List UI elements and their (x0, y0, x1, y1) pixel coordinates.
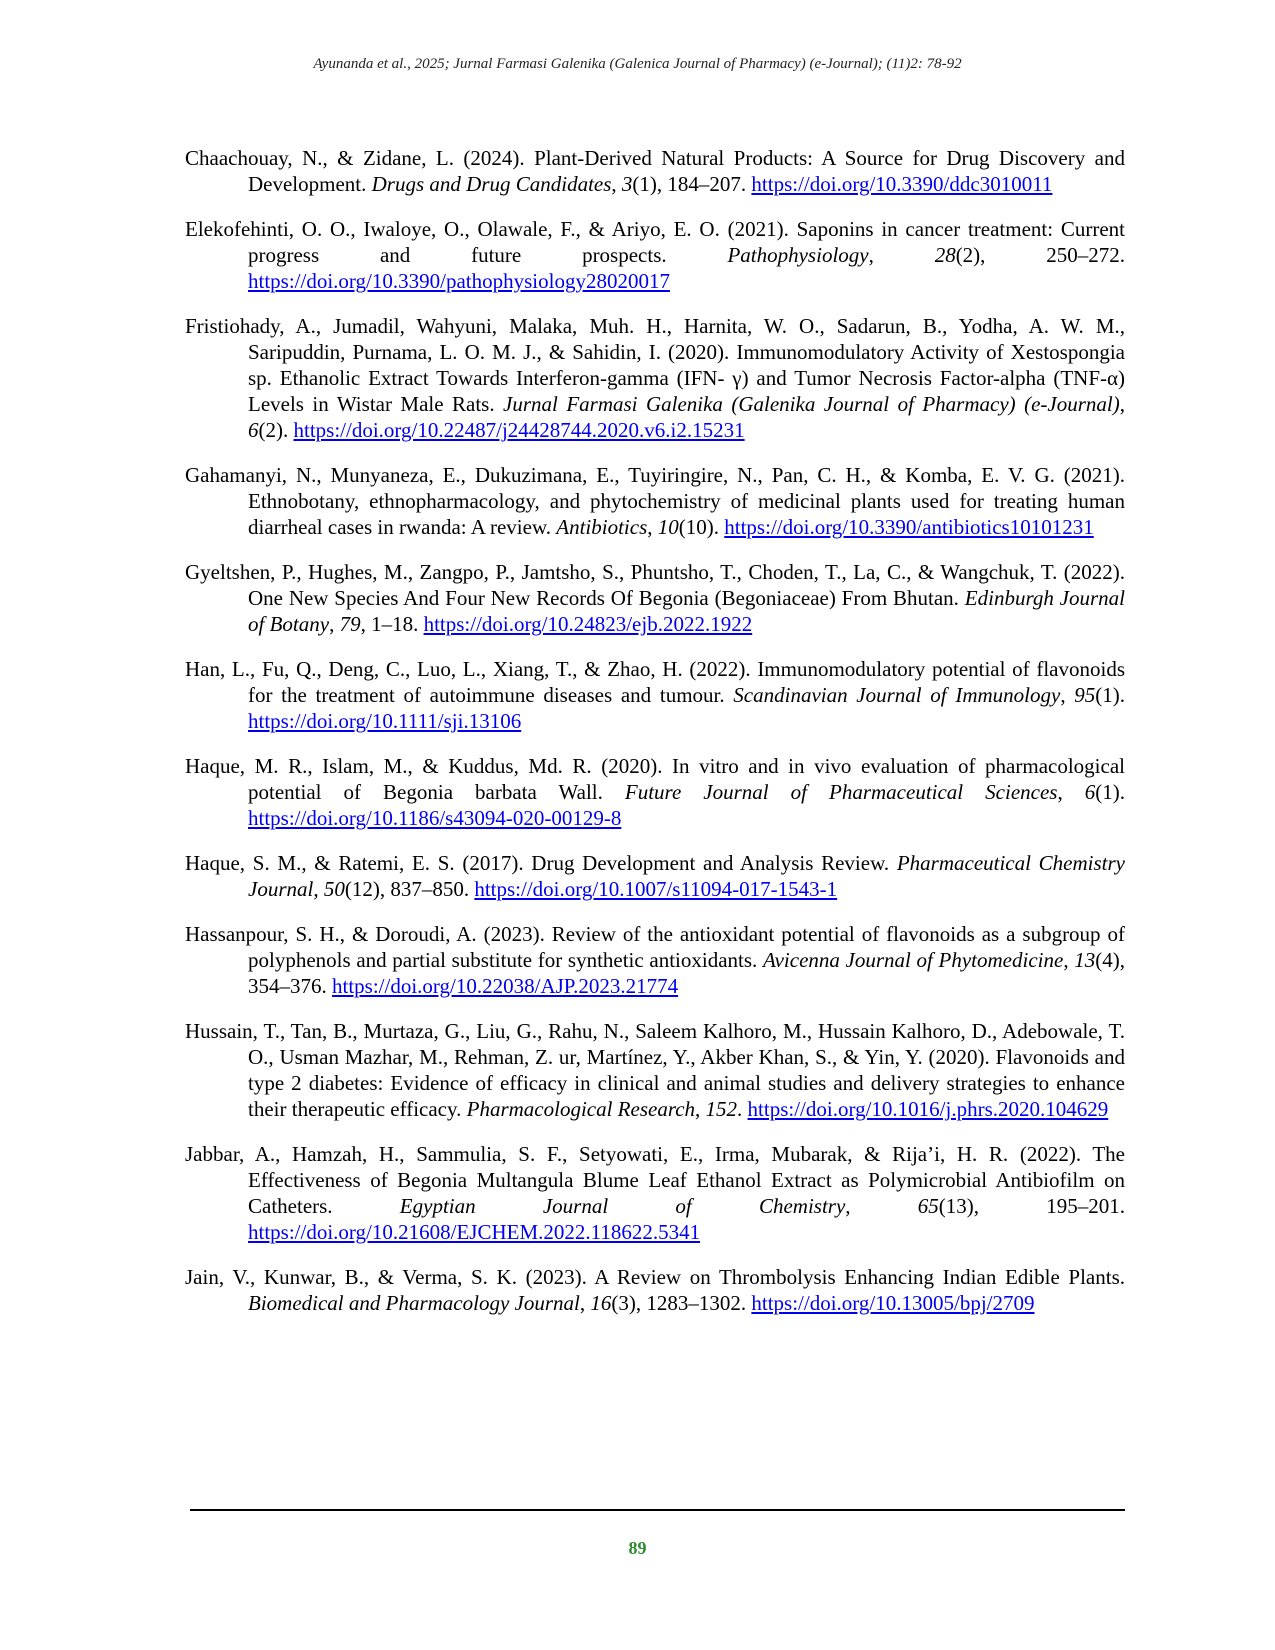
reference-item: Elekofehinti, O. O., Iwaloye, O., Olawal… (185, 217, 1125, 293)
doi-link[interactable]: https://doi.org/10.1016/j.phrs.2020.1046… (747, 1097, 1109, 1121)
reference-item: Gyeltshen, P., Hughes, M., Zangpo, P., J… (185, 560, 1125, 636)
reference-item: Haque, S. M., & Ratemi, E. S. (2017). Dr… (185, 851, 1125, 901)
page-number: 89 (628, 1538, 647, 1558)
reference-list: Chaachouay, N., & Zidane, L. (2024). Pla… (185, 145, 1125, 1335)
reference-item: Han, L., Fu, Q., Deng, C., Luo, L., Xian… (185, 657, 1125, 733)
doi-link[interactable]: https://doi.org/10.13005/bpj/2709 (751, 1291, 1035, 1315)
running-header: Ayunanda et al., 2025; Jurnal Farmasi Ga… (313, 56, 962, 72)
reference-item: Jain, V., Kunwar, B., & Verma, S. K. (20… (185, 1265, 1125, 1315)
doi-link[interactable]: https://doi.org/10.3390/antibiotics10101… (724, 515, 1094, 539)
doi-link[interactable]: https://doi.org/10.3390/pathophysiology2… (248, 269, 670, 293)
doi-link[interactable]: https://doi.org/10.1186/s43094-020-00129… (248, 806, 622, 830)
doi-link[interactable]: https://doi.org/10.21608/EJCHEM.2022.118… (248, 1220, 701, 1244)
doi-link[interactable]: https://doi.org/10.22038/AJP.2023.21774 (332, 974, 679, 998)
reference-item: Hussain, T., Tan, B., Murtaza, G., Liu, … (185, 1019, 1125, 1121)
reference-item: Jabbar, A., Hamzah, H., Sammulia, S. F.,… (185, 1142, 1125, 1244)
reference-item: Fristiohady, A., Jumadil, Wahyuni, Malak… (185, 314, 1125, 442)
doi-link[interactable]: https://doi.org/10.1007/s11094-017-1543-… (474, 877, 838, 901)
footer-divider (190, 1509, 1125, 1511)
doi-link[interactable]: https://doi.org/10.1111/sji.13106 (248, 709, 522, 733)
reference-item: Chaachouay, N., & Zidane, L. (2024). Pla… (185, 146, 1125, 196)
doi-link[interactable]: https://doi.org/10.3390/ddc3010011 (751, 172, 1053, 196)
doi-link[interactable]: https://doi.org/10.24823/ejb.2022.1922 (423, 612, 753, 636)
reference-item: Gahamanyi, N., Munyaneza, E., Dukuzimana… (185, 463, 1125, 539)
reference-item: Haque, M. R., Islam, M., & Kuddus, Md. R… (185, 754, 1125, 830)
reference-item: Hassanpour, S. H., & Doroudi, A. (2023).… (185, 922, 1125, 998)
doi-link[interactable]: https://doi.org/10.22487/j24428744.2020.… (293, 418, 745, 442)
